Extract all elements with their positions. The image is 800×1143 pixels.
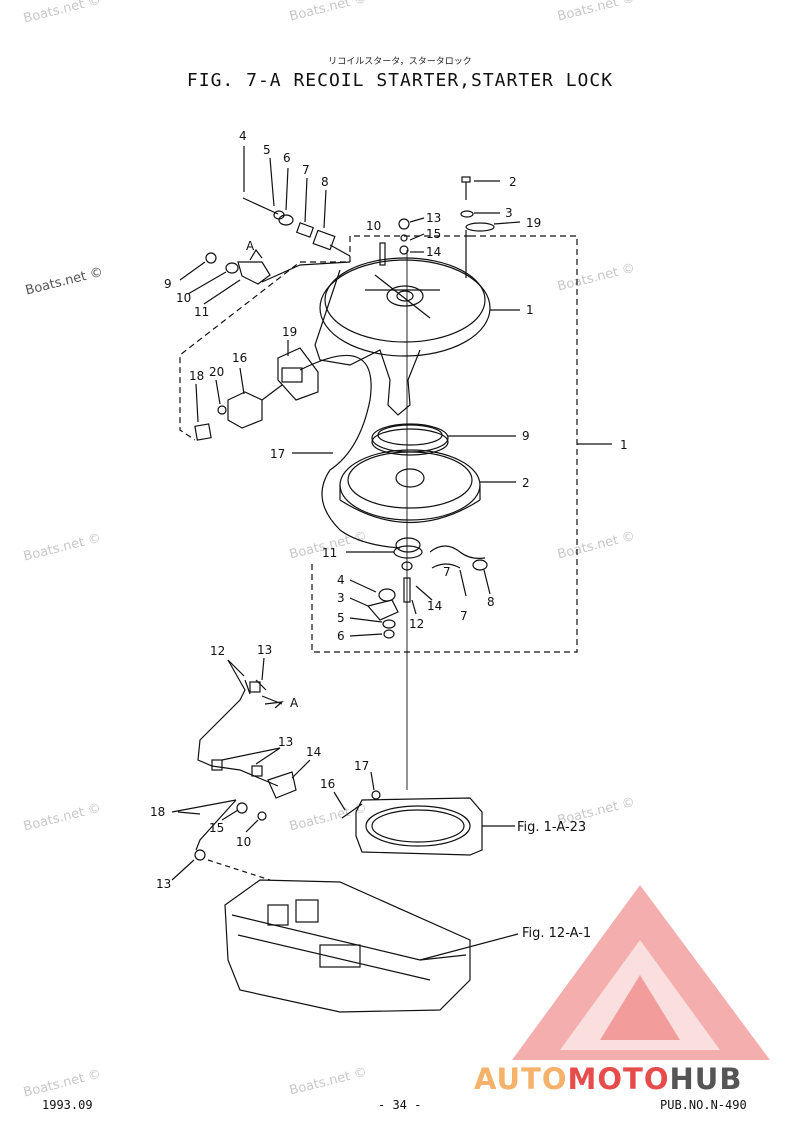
callout: A	[246, 239, 255, 253]
starter-handle	[217, 384, 283, 429]
figure-title: FIG. 7-A RECOIL STARTER,STARTER LOCK	[186, 70, 614, 91]
callout: 14	[426, 245, 441, 259]
lock-plate	[366, 599, 399, 621]
callout: 18	[150, 805, 165, 819]
logo-part: MOTO	[567, 1062, 670, 1096]
lock-cam	[393, 537, 423, 559]
callout: 10	[176, 291, 191, 305]
callout: 11	[322, 546, 337, 560]
cable-clamp	[251, 765, 263, 777]
callout: A	[290, 696, 299, 710]
nut	[398, 218, 410, 230]
footer-date: 1993.09	[42, 1098, 93, 1112]
lock-cable	[197, 659, 279, 787]
callout: 12	[210, 644, 225, 658]
callout: 5	[337, 611, 345, 625]
callout: 8	[321, 175, 329, 189]
callout: 3	[337, 591, 345, 605]
handle-grip	[194, 423, 212, 441]
footer-publication-number: PUB.NO.N-490	[660, 1098, 747, 1112]
spring-washer	[400, 234, 408, 242]
callout: 2	[522, 476, 530, 490]
cable-clamp	[211, 759, 223, 771]
callout: 6	[337, 629, 345, 643]
left-hardware	[242, 197, 351, 257]
figure-reference: Fig. 1-A-23	[517, 820, 586, 835]
japanese-title: リコイルスタータ，スタータロック	[328, 57, 472, 67]
callout: 8	[487, 595, 495, 609]
assembly-outline	[179, 235, 578, 653]
callout: 9	[164, 277, 172, 291]
callout: 11	[194, 305, 209, 319]
cable-clamp	[249, 681, 261, 693]
lock-rod	[171, 799, 237, 851]
callout: 7	[302, 163, 310, 177]
bottom-cowling	[224, 879, 471, 1013]
lock-bracket	[267, 771, 297, 799]
lock-spring	[429, 545, 486, 559]
logo-part: AUTO	[474, 1062, 568, 1096]
footer-page-number: - 34 -	[378, 1098, 422, 1112]
callout: 4	[239, 129, 247, 143]
rope-guide	[277, 347, 319, 401]
callout: 16	[320, 777, 335, 791]
top-bolt	[460, 176, 495, 278]
callout: 19	[526, 216, 541, 230]
callout: 16	[232, 351, 247, 365]
washer	[399, 245, 409, 255]
callout: 17	[270, 447, 285, 461]
callout: 5	[263, 143, 271, 157]
callout: 14	[427, 599, 442, 613]
callout: 17	[354, 759, 369, 773]
callout: 6	[283, 151, 291, 165]
callout: 12	[409, 617, 424, 631]
callout: 7	[460, 609, 468, 623]
callout: 7	[443, 565, 451, 579]
adapter-ring	[355, 797, 483, 856]
callout: 10	[236, 835, 251, 849]
callout: 15	[426, 227, 441, 241]
callout: 3	[505, 206, 513, 220]
callout: 13	[278, 735, 293, 749]
callout: 19	[282, 325, 297, 339]
callout: 1	[620, 438, 628, 452]
logo-wordmark: AUTOMOTOHUB	[474, 1062, 742, 1096]
reel	[339, 449, 481, 523]
callout: 4	[337, 573, 345, 587]
callout: 18	[189, 369, 204, 383]
callout: 2	[509, 175, 517, 189]
figure-reference: Fig. 12-A-1	[522, 926, 591, 941]
logo-part: HUB	[669, 1062, 743, 1096]
callout: 10	[366, 219, 381, 233]
starter-rope	[299, 354, 401, 549]
callout: 20	[209, 365, 224, 379]
callout: 9	[522, 429, 530, 443]
starter-case	[314, 257, 491, 416]
callout: 15	[209, 821, 224, 835]
logo-mark	[512, 885, 770, 1060]
callout: 13	[426, 211, 441, 225]
callout: 14	[306, 745, 321, 759]
callout: 13	[156, 877, 171, 891]
callout: 1	[526, 303, 534, 317]
lock-link	[205, 252, 351, 285]
callout: 13	[257, 643, 272, 657]
